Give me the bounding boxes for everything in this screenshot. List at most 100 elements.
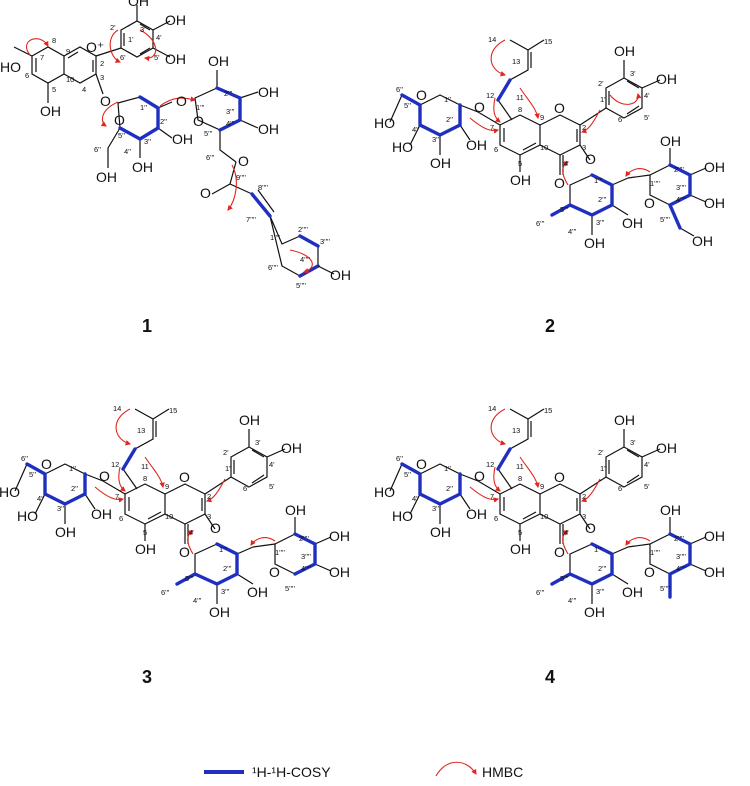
- atom-o: O: [238, 153, 249, 169]
- compound-number-2: 2: [545, 316, 555, 336]
- carbon-label: 1'''': [275, 548, 285, 557]
- carbon-label: 5'''': [660, 584, 670, 593]
- compound-1-atom-labels: HO O⁺ OH OH OH OH O O O O OH OH OH OH OH…: [0, 0, 351, 283]
- carbon-label: 6: [494, 145, 498, 154]
- carbon-label: 5': [154, 53, 160, 62]
- carbon-label: 6': [618, 115, 624, 124]
- atom-oh: OH: [329, 528, 350, 544]
- carbon-label: 1'': [444, 464, 452, 473]
- atom-oh: OH: [330, 267, 351, 283]
- compound-1-carbon-labels: 8 7 6 5 10 9 2 3 4 2' 3' 4' 5' 6' 1' 1''…: [25, 23, 330, 290]
- carbon-label: 6'': [396, 454, 404, 463]
- atom-oh: OH: [704, 159, 725, 175]
- carbon-label: 5'''': [285, 584, 295, 593]
- carbon-label: 3''': [221, 587, 230, 596]
- atom-oh: OH: [239, 412, 260, 428]
- carbon-label: 3'': [144, 137, 152, 146]
- carbon-label: 6'': [21, 454, 29, 463]
- carbon-label: 1': [225, 464, 231, 473]
- atom-oh: OH: [656, 71, 677, 87]
- atom-oh: OH: [247, 584, 268, 600]
- carbon-label: 14: [488, 404, 496, 413]
- atom-oh: HO: [392, 508, 413, 524]
- carbon-label: 8: [52, 36, 56, 45]
- carbon-label: 1''': [594, 176, 603, 185]
- carbon-label: 2''': [224, 89, 233, 98]
- carbon-label: 10: [540, 512, 548, 521]
- carbon-label: 9: [66, 47, 70, 56]
- atom-oh: OH: [660, 133, 681, 149]
- carbon-label: 1'': [444, 95, 452, 104]
- carbon-label: 4'': [412, 494, 420, 503]
- carbon-label: 2'': [71, 484, 79, 493]
- carbon-label: 3'': [57, 504, 65, 513]
- carbon-label: 15: [544, 37, 552, 46]
- carbon-label: 2'''': [674, 534, 684, 543]
- atom-oh: OH: [55, 524, 76, 540]
- carbon-label: 9'''': [236, 173, 246, 182]
- atom-oh: HO: [17, 508, 38, 524]
- atom-oh: OH: [135, 541, 156, 557]
- carbon-label: 2'''': [298, 225, 308, 234]
- atom-oh: OH: [704, 528, 725, 544]
- carbon-label: 4''': [193, 596, 202, 605]
- carbon-label: 6': [243, 484, 249, 493]
- carbon-label: 3': [630, 69, 636, 78]
- carbon-label: 10: [165, 512, 173, 521]
- atom-o: O: [41, 456, 52, 472]
- atom-oh: OH: [584, 604, 605, 620]
- atom-o: O: [554, 544, 565, 560]
- carbon-label: 3'': [432, 504, 440, 513]
- carbon-label: 2': [110, 23, 116, 32]
- atom-o: O: [644, 564, 655, 580]
- carbon-label: 5'''': [660, 215, 670, 224]
- atom-o: O: [554, 100, 565, 116]
- carbon-label: 1'''': [650, 179, 660, 188]
- atom-oh: HO: [0, 484, 20, 500]
- carbon-label: 7'''': [246, 215, 256, 224]
- compound-2-carbon-labels: 14 15 13 12 11 8 7 6 9 10 5 2 3 4 2' 3' …: [396, 35, 686, 236]
- atom-o: O: [554, 175, 565, 191]
- atom-oh: OH: [281, 440, 302, 456]
- carbon-label: 4''': [226, 119, 235, 128]
- carbon-label: 12: [486, 91, 494, 100]
- atom-oh: HO: [392, 139, 413, 155]
- carbon-label: 4': [156, 33, 162, 42]
- carbon-label: 3: [582, 512, 586, 521]
- atom-o: O: [100, 93, 111, 109]
- atom-o: O: [200, 185, 211, 201]
- atom-o: O: [179, 544, 190, 560]
- atom-oh: OH: [285, 502, 306, 518]
- atom-oh: OH: [165, 12, 186, 28]
- atom-oh: OH: [614, 43, 635, 59]
- atom-o: O: [99, 468, 110, 484]
- carbon-label: 7: [115, 492, 119, 501]
- carbon-label: 4'''': [301, 564, 311, 573]
- carbon-label: 12: [111, 460, 119, 469]
- atom-oh: OH: [132, 159, 153, 175]
- carbon-label: 3: [207, 512, 211, 521]
- compound-1-structure: [13, 5, 335, 278]
- carbon-label: 4': [269, 460, 275, 469]
- atom-oh: HO: [0, 59, 21, 75]
- carbon-label: 6'': [94, 145, 102, 154]
- atom-oh: OH: [584, 235, 605, 251]
- cosy-legend-label: ¹H-¹H-COSY: [252, 764, 331, 780]
- atom-o: O: [554, 469, 565, 485]
- carbon-label: 6: [494, 514, 498, 523]
- carbon-label: 6: [25, 71, 29, 80]
- carbon-label: 2: [582, 492, 586, 501]
- atom-oh: OH: [91, 506, 112, 522]
- carbon-label: 2'''': [299, 534, 309, 543]
- carbon-label: 2: [207, 492, 211, 501]
- atom-o: O: [269, 564, 280, 580]
- carbon-label: 6''': [536, 219, 545, 228]
- compound-2-structure: [389, 39, 707, 237]
- carbon-label: 3': [140, 25, 146, 34]
- atom-o: O: [193, 113, 204, 129]
- carbon-label: 1''': [196, 103, 205, 112]
- carbon-label: 5: [143, 528, 147, 537]
- atom-oh: OH: [258, 84, 279, 100]
- carbon-label: 4'': [37, 494, 45, 503]
- carbon-label: 6': [120, 53, 126, 62]
